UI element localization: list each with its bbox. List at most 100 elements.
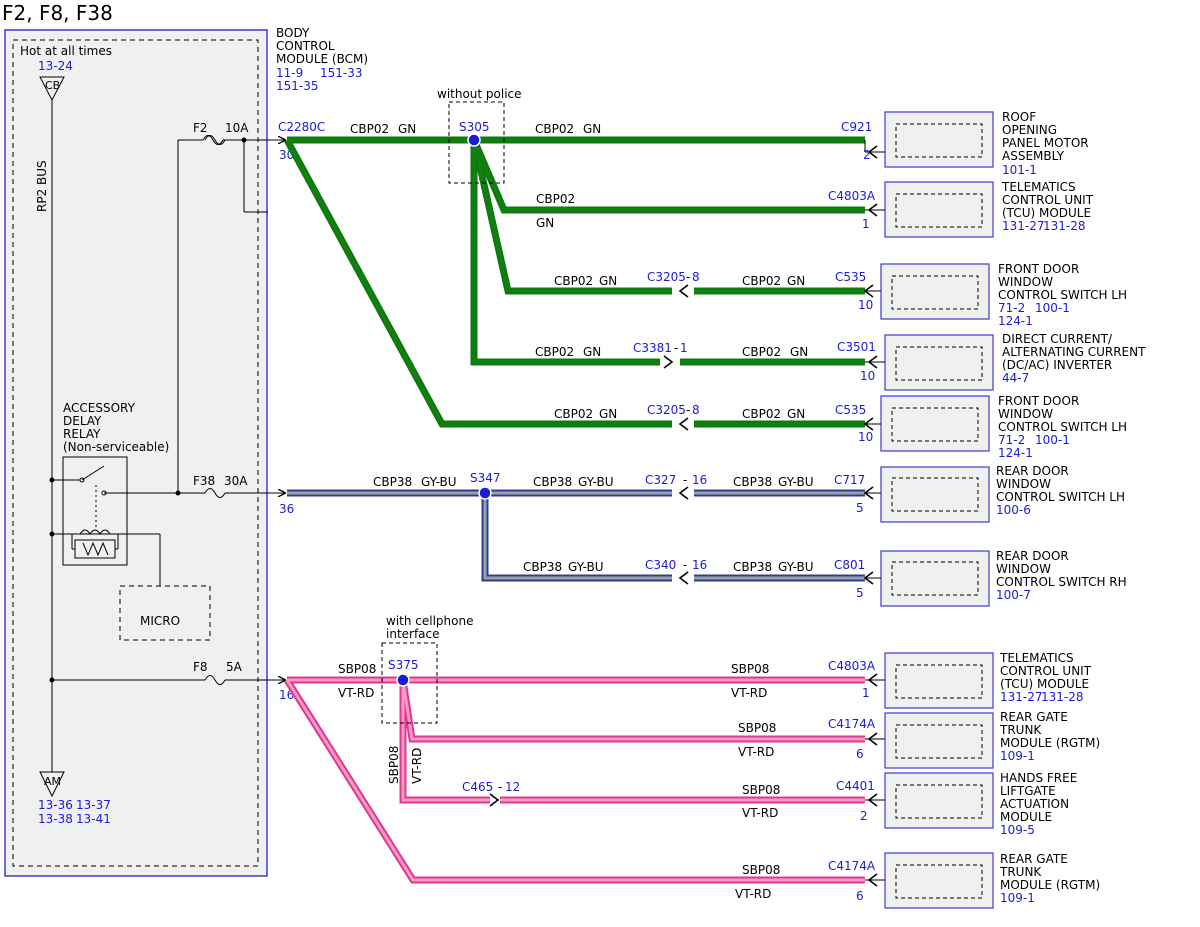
- component-1-conn[interactable]: C4803A: [828, 189, 876, 203]
- component-8-pin[interactable]: 6: [856, 747, 864, 761]
- component-2-conn[interactable]: C535: [835, 270, 866, 284]
- component-3-conn[interactable]: C3501: [837, 340, 876, 354]
- component-4-line-3: CONTROL SWITCH LH: [998, 420, 1127, 434]
- component-8-ref-1[interactable]: 109-1: [1000, 749, 1035, 763]
- component-6-ref-1[interactable]: 100-7: [996, 588, 1031, 602]
- s375-splice-node[interactable]: [396, 673, 410, 687]
- component-4-ref-3[interactable]: 124-1: [998, 446, 1033, 460]
- component-0-pin[interactable]: 2: [863, 148, 871, 162]
- s375-label[interactable]: S375: [388, 658, 419, 672]
- pin-dash: -: [686, 403, 690, 417]
- am-ref-2[interactable]: 13-37: [76, 798, 111, 812]
- diagram-title: F2, F8, F38: [2, 1, 113, 25]
- component-5-ref-1[interactable]: 100-6: [996, 503, 1031, 517]
- wire-color: VT-RD: [735, 887, 771, 901]
- component-8-conn[interactable]: C4174A: [828, 717, 876, 731]
- component-8[interactable]: [865, 712, 994, 769]
- connector-arrow-icon: [863, 417, 874, 431]
- wire-color: GY-BU: [578, 475, 614, 489]
- c465-pin[interactable]: 12: [505, 780, 520, 794]
- component-5-line-3: CONTROL SWITCH LH: [996, 490, 1125, 504]
- component-1-pin[interactable]: 1: [862, 217, 870, 231]
- component-2-ref-1[interactable]: 71-2: [998, 301, 1025, 315]
- c3205-pin[interactable]: 8: [692, 403, 700, 417]
- hot-ref[interactable]: 13-24: [38, 59, 73, 73]
- c340-label[interactable]: C340: [645, 558, 676, 572]
- component-10-ref-1[interactable]: 109-1: [1000, 891, 1035, 905]
- am-ref-1[interactable]: 13-36: [38, 798, 73, 812]
- inline-connector-arrow-icon: [663, 355, 674, 369]
- component-5-pin[interactable]: 5: [856, 501, 864, 515]
- bcm-ref-2[interactable]: 151-33: [320, 66, 363, 80]
- component-1-ref-2[interactable]: 131-28: [1043, 219, 1086, 233]
- wire-label: CBP02: [554, 274, 593, 288]
- bcm-ref-1[interactable]: 11-9: [276, 66, 303, 80]
- component-9-pin[interactable]: 2: [860, 809, 868, 823]
- c3381-label[interactable]: C3381: [633, 341, 672, 355]
- component-4-pin[interactable]: 10: [858, 430, 873, 444]
- c3381-pin[interactable]: 1: [680, 341, 688, 355]
- component-2-ref-3[interactable]: 124-1: [998, 314, 1033, 328]
- component-5-conn[interactable]: C717: [834, 473, 865, 487]
- am-ref-4[interactable]: 13-41: [76, 812, 111, 826]
- c2280c-label[interactable]: C2280C: [278, 120, 325, 134]
- component-10-line-1: REAR GATE: [1000, 852, 1068, 866]
- component-2-line-3: CONTROL SWITCH LH: [998, 288, 1127, 302]
- c340-pin[interactable]: 16: [692, 558, 707, 572]
- component-9-ref-1[interactable]: 109-5: [1000, 823, 1035, 837]
- connector-arrow-icon: [867, 873, 878, 887]
- component-7-conn[interactable]: C4803A: [828, 659, 876, 673]
- component-1-ref-1[interactable]: 131-27: [1002, 219, 1045, 233]
- component-10-pin[interactable]: 6: [856, 889, 864, 903]
- wire-color: GN: [787, 407, 805, 421]
- component-4-conn[interactable]: C535: [835, 403, 866, 417]
- component-2[interactable]: [863, 263, 990, 320]
- fuse-f8-rating: 5A: [226, 660, 243, 674]
- component-10-line-3: MODULE (RGTM): [1000, 878, 1100, 892]
- component-4-ref-1[interactable]: 71-2: [998, 433, 1025, 447]
- s347-label[interactable]: S347: [470, 471, 501, 485]
- am-ref-3[interactable]: 13-38: [38, 812, 73, 826]
- component-4[interactable]: [863, 395, 990, 452]
- component-0-ref-1[interactable]: 101-1: [1002, 163, 1037, 177]
- s347-splice-node[interactable]: [478, 486, 492, 500]
- component-9[interactable]: [865, 772, 994, 829]
- component-6[interactable]: [863, 550, 990, 607]
- wire-label: CBP02: [554, 407, 593, 421]
- component-7-pin[interactable]: 1: [862, 686, 870, 700]
- component-4-line-1: FRONT DOOR: [998, 394, 1079, 408]
- bcm-ref-3[interactable]: 151-35: [276, 79, 319, 93]
- c465-label[interactable]: C465: [462, 780, 493, 794]
- connector-arrow-icon: [867, 732, 878, 746]
- component-3-ref-1[interactable]: 44-7: [1002, 371, 1029, 385]
- component-6-pin[interactable]: 5: [856, 586, 864, 600]
- component-10[interactable]: [865, 852, 994, 909]
- c327-label[interactable]: C327: [645, 473, 676, 487]
- s305-splice-node[interactable]: [467, 133, 481, 147]
- component-4-ref-2[interactable]: 100-1: [1035, 433, 1070, 447]
- component-2-ref-2[interactable]: 100-1: [1035, 301, 1070, 315]
- component-2-pin[interactable]: 10: [858, 298, 873, 312]
- component-7[interactable]: [865, 652, 994, 709]
- c2280c-pin-36[interactable]: 36: [279, 502, 294, 516]
- component-7-ref-2[interactable]: 131-28: [1041, 690, 1084, 704]
- component-6-conn[interactable]: C801: [834, 558, 865, 572]
- component-0-conn[interactable]: C921: [841, 120, 872, 134]
- c3205-label[interactable]: C3205: [647, 403, 686, 417]
- component-0[interactable]: [864, 111, 994, 168]
- component-3[interactable]: [865, 334, 994, 391]
- c327-pin[interactable]: 16: [692, 473, 707, 487]
- f2-feed: [177, 135, 285, 493]
- component-10-conn[interactable]: C4174A: [828, 859, 876, 873]
- component-9-conn[interactable]: C4401: [836, 779, 875, 793]
- c3205-label[interactable]: C3205: [647, 270, 686, 284]
- component-8-line-1: REAR GATE: [1000, 710, 1068, 724]
- component-3-pin[interactable]: 10: [860, 369, 875, 383]
- fuse-f8-name: F8: [193, 660, 208, 674]
- connector-arrow-icon: [863, 486, 874, 500]
- component-7-ref-1[interactable]: 131-27: [1000, 690, 1043, 704]
- component-5[interactable]: [863, 466, 990, 523]
- component-1[interactable]: [865, 181, 994, 238]
- s305-label[interactable]: S305: [459, 120, 490, 134]
- c3205-pin[interactable]: 8: [692, 270, 700, 284]
